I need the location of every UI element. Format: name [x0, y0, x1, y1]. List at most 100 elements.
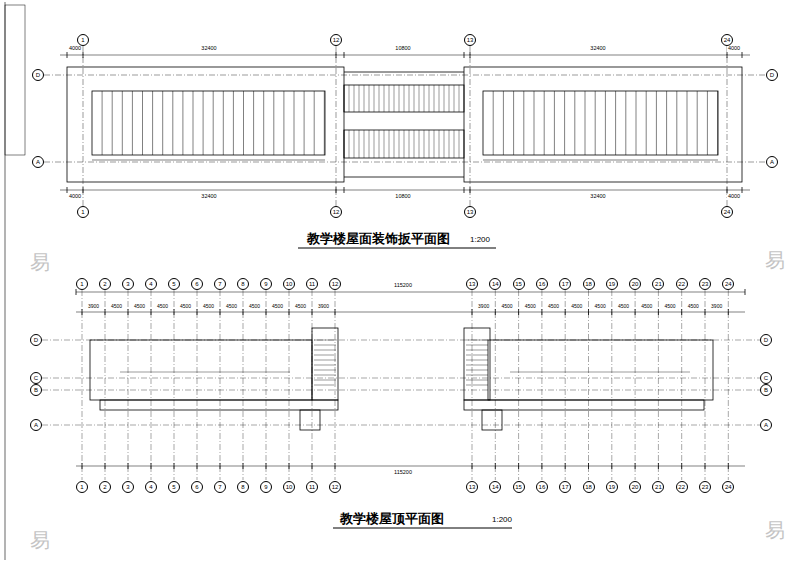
drawing-line [470, 46, 471, 206]
drawing-line [439, 130, 440, 158]
dimension: 4500 [110, 304, 123, 309]
drawing-line [658, 463, 659, 469]
drawing-line [588, 290, 589, 480]
drawing-line [314, 355, 336, 356]
axis-number: 12 [332, 281, 339, 287]
drawing-line [518, 463, 519, 469]
drawing-line [83, 187, 84, 193]
drawing-line [369, 85, 370, 112]
axis-number: 4 [149, 484, 152, 490]
drawing-line [266, 463, 267, 469]
axis-bubble: 20 [629, 481, 641, 493]
axis-bubble: 16 [536, 278, 548, 290]
drawing-line [105, 309, 106, 315]
drawing-line [82, 290, 83, 480]
dimension: 4500 [179, 304, 192, 309]
drawing-line [314, 345, 336, 346]
axis-number: 7 [218, 484, 221, 490]
axis-bubble: 11 [306, 278, 318, 290]
dimension: 4500 [640, 304, 653, 309]
drawing-line [464, 187, 465, 193]
drawing-line [354, 85, 355, 112]
drawing-line [554, 91, 555, 155]
drawing-line [513, 91, 514, 155]
drawing-line [518, 290, 519, 480]
axis-number: D [36, 72, 40, 78]
drawing-line [197, 309, 198, 315]
dimension: 115200 [393, 283, 413, 289]
drawing-line [717, 91, 718, 155]
drawing-line [314, 385, 336, 386]
axis-bubble: 1 [76, 278, 88, 290]
drawing-line [42, 378, 760, 379]
drawing-line [424, 130, 425, 158]
axis-bubble: 3 [122, 278, 134, 290]
drawing-line [495, 463, 496, 469]
drawing-line [374, 130, 375, 158]
dimension: 4500 [687, 304, 700, 309]
drawing-line [344, 85, 345, 112]
drawing-line [344, 130, 345, 158]
drawing-line [541, 309, 542, 315]
drawing-line [745, 289, 746, 295]
axis-bubble: 24 [721, 206, 733, 218]
axis-bubble: A [760, 419, 772, 431]
axis-number: 11 [309, 281, 315, 287]
drawing-line [243, 309, 244, 315]
axis-bubble: 12 [329, 278, 341, 290]
drawing-line [76, 289, 77, 295]
drawing-line [233, 91, 234, 155]
drawing-line [687, 91, 688, 155]
drawing-line [42, 340, 760, 341]
drawing-line [82, 309, 83, 315]
axis-number: 18 [585, 484, 592, 490]
axis-number: B [764, 387, 768, 393]
axis-number: 24 [725, 484, 732, 490]
axis-bubble: 12 [330, 34, 342, 46]
drawing-line [429, 85, 430, 112]
drawing-line [172, 91, 173, 155]
axis-number: D [764, 337, 768, 343]
drawing-line [565, 309, 566, 315]
axis-number: B [34, 387, 38, 393]
drawing-line [389, 130, 390, 158]
axis-bubble: 16 [536, 481, 548, 493]
drawing-line [434, 130, 435, 158]
dimension: 32400 [200, 194, 217, 200]
drawing-line [636, 91, 637, 155]
drawing-line [314, 365, 336, 366]
drawing-line [459, 85, 460, 112]
axis-bubble: 1 [76, 481, 88, 493]
drawing-line [742, 52, 743, 58]
drawing-line [439, 85, 440, 112]
axis-bubble: C [760, 372, 772, 384]
drawing-line [466, 380, 488, 381]
drawing-line [354, 130, 355, 158]
axis-bubble: 17 [559, 481, 571, 493]
axis-number: 6 [195, 281, 198, 287]
drawing-line [523, 91, 524, 155]
drawing-line [203, 91, 204, 155]
drawing-line [83, 46, 84, 206]
axis-number: 21 [655, 281, 662, 287]
drawing-line [544, 91, 545, 155]
drawing-line [220, 463, 221, 469]
drawing-line [152, 91, 153, 155]
axis-number: 2 [103, 281, 106, 287]
axis-number: 16 [539, 281, 546, 287]
drawing-line [379, 85, 380, 112]
axis-number: 5 [172, 484, 175, 490]
axis-bubble: 14 [489, 278, 501, 290]
drawing-line [565, 290, 566, 480]
axis-number: D [770, 72, 774, 78]
drawing-line [359, 85, 360, 112]
axis-number: 1 [81, 209, 84, 215]
dimension: 4500 [524, 304, 537, 309]
dimension: 32400 [200, 46, 217, 52]
axis-bubble: A [766, 156, 778, 168]
drawing-line [243, 290, 244, 480]
drawing-line [105, 290, 106, 480]
axis-bubble: A [32, 156, 44, 168]
drawing-line [312, 290, 313, 480]
axis-bubble: 3 [122, 481, 134, 493]
